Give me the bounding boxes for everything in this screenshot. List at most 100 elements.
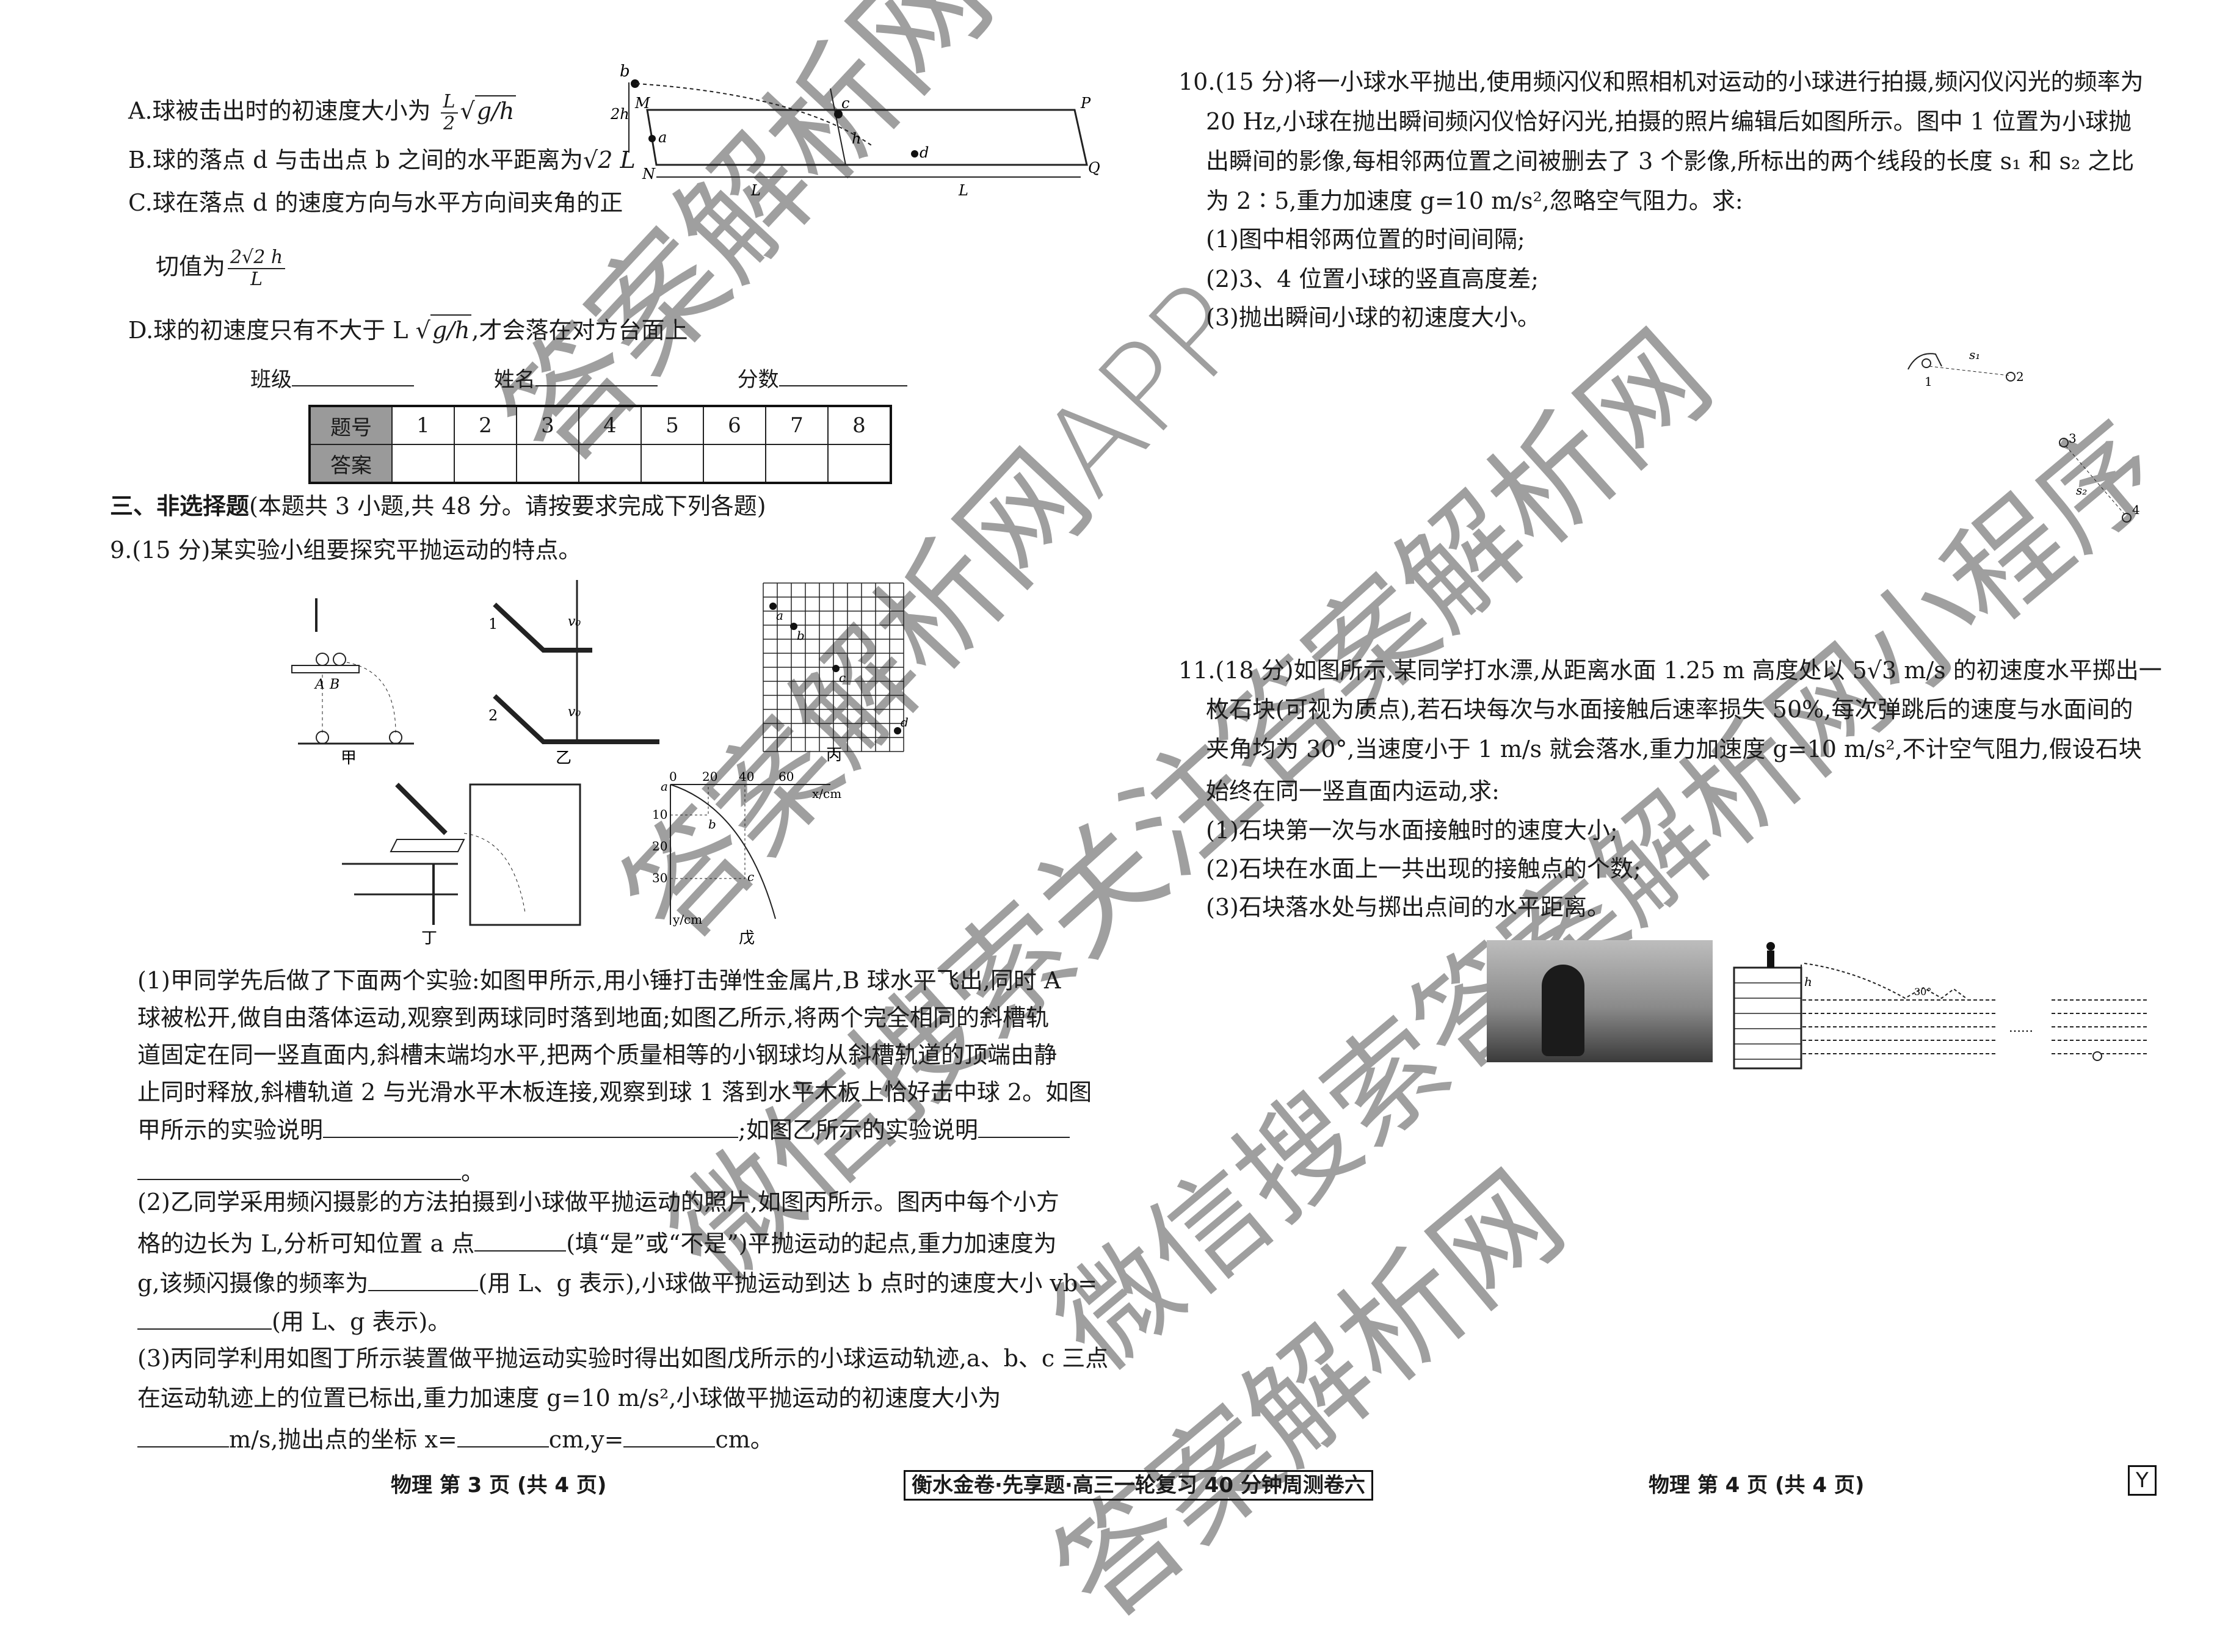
label-1: 1: [1925, 374, 1932, 389]
answer-cell[interactable]: [516, 444, 579, 484]
question-number: 1: [391, 405, 455, 445]
tick-x: 40: [739, 769, 754, 784]
score-label: 分数: [737, 368, 779, 392]
label-c: c: [841, 95, 849, 112]
option-b-value: √2 L: [582, 147, 636, 173]
answer-blank[interactable]: [323, 1115, 739, 1138]
label-b: b: [708, 817, 716, 831]
score-field[interactable]: [778, 363, 907, 386]
option-d-tail: ,才会落在对方台面上: [471, 317, 688, 344]
q9-p1-line: 。: [137, 1157, 484, 1187]
question-number: 2: [454, 405, 517, 445]
q11-line: 枚石块(可视为质点),若石块每次与水面接触后速率损失 50%,每次弹跳后的速度与…: [1206, 696, 2133, 723]
chute: [395, 783, 448, 835]
answer-cell[interactable]: [640, 444, 704, 484]
answer-blank[interactable]: [137, 1424, 229, 1447]
exam-title: 衡水金卷·先享题·高三一轮复习 40 分钟周测卷六: [904, 1470, 1373, 1501]
guide-c: [670, 784, 746, 879]
question-number: 8: [827, 405, 891, 445]
sqrt-content: g/h: [430, 314, 472, 345]
label-Q: Q: [1088, 159, 1100, 176]
answer-blank[interactable]: [623, 1424, 716, 1447]
caption-bing: 丙: [826, 746, 842, 764]
option-b: B.球的落点 d 与击出点 b 之间的水平距离为√2 L: [128, 145, 636, 175]
q10-line: 10.(15 分)将一小球水平抛出,使用频闪仪和照相机对运动的小球进行拍摄,频闪…: [1178, 68, 2144, 95]
answer-cell[interactable]: [827, 444, 891, 484]
option-c: C.球在落点 d 的速度方向与水平方向间夹角的正: [128, 189, 623, 216]
table-top: [390, 839, 465, 852]
person-body: [1767, 951, 1774, 968]
ellipsis: ……: [2009, 1020, 2033, 1035]
q11-sub: (2)石块在水面上一共出现的接触点的个数;: [1206, 855, 1641, 882]
tick-y: 10: [652, 807, 667, 822]
ball: [316, 731, 329, 744]
label-4: 4: [2132, 502, 2140, 517]
class-field[interactable]: [292, 363, 414, 386]
student-info: 班级 姓名 分数: [250, 363, 907, 394]
name-field[interactable]: [535, 363, 658, 386]
ball-c: [834, 110, 843, 118]
text: g,该频闪摄像的频率为: [137, 1270, 369, 1297]
question-number: 5: [640, 405, 704, 445]
stand: [291, 665, 360, 673]
label-M: M: [634, 95, 651, 112]
q11-line: 始终在同一竖直面内运动,求:: [1206, 778, 1500, 805]
answer-cell[interactable]: [454, 444, 517, 484]
path-s2: [2065, 445, 2125, 515]
q10-sub: (2)3、4 位置小球的竖直高度差;: [1206, 266, 1539, 292]
label-angle: 30°: [1914, 986, 1931, 998]
text: 格的边长为 L,分析可知位置 a 点: [137, 1230, 475, 1257]
q11-sub: (3)石块落水处与掷出点间的水平距离。: [1206, 894, 1610, 921]
trajectory-curve: [670, 784, 776, 919]
chute-1: [493, 603, 592, 653]
ball: [389, 731, 402, 744]
text: 甲所示的实验说明: [137, 1117, 324, 1143]
label-d: d: [901, 715, 909, 730]
answer-cell[interactable]: [765, 444, 829, 484]
denominator: L: [250, 269, 263, 290]
q11-line: 11.(18 分)如图所示,某同学打水漂,从距离水面 1.25 m 高度处以 5…: [1178, 657, 2162, 684]
q9-p3-line: m/s,抛出点的坐标 x=cm,y=cm。: [137, 1424, 774, 1454]
answer-cell[interactable]: [703, 444, 766, 484]
answer-blank[interactable]: [978, 1115, 1070, 1138]
q9-p1-line: 止同时释放,斜槽轨道 2 与光滑水平木板连接,观察到球 1 落到水平木板上恰好击…: [137, 1079, 1092, 1106]
label-2: 2: [2016, 369, 2024, 384]
label-N: N: [642, 165, 656, 183]
corner-mark: Y: [2128, 1465, 2157, 1496]
table-header: 题号: [309, 405, 393, 445]
text: ;如图乙所示的实验说明: [738, 1117, 978, 1143]
net: [830, 88, 846, 165]
answer-blank[interactable]: [137, 1157, 461, 1180]
option-a-text: A.球被击出时的初速度大小为: [128, 97, 431, 125]
ball-3: [2059, 438, 2069, 447]
table-surface: [646, 109, 1088, 166]
stone-skipping-photo: [1487, 940, 1713, 1062]
ball-1: [1921, 358, 1931, 368]
option-c-text: 切值为: [156, 253, 226, 280]
label-c: c: [747, 869, 754, 884]
trajectory: [636, 83, 874, 147]
answer-cell[interactable]: [578, 444, 642, 484]
q10-sub: (1)图中相邻两位置的时间间隔;: [1206, 226, 1525, 253]
label-h: h: [1804, 974, 1812, 989]
q9-p2-line: (用 L、g 表示)。: [137, 1306, 451, 1336]
hand-icon: [1907, 353, 1942, 370]
answer-blank[interactable]: [137, 1306, 272, 1330]
answer-blank[interactable]: [457, 1424, 549, 1447]
section-heading: 三、非选择题: [110, 493, 250, 520]
table-row: 答案: [309, 444, 891, 484]
class-label: 班级: [250, 368, 292, 392]
numerator: 2√2 h: [228, 247, 286, 269]
table-row: 题号 1 2 3 4 5 6 7 8: [309, 405, 891, 445]
label-P: P: [1080, 95, 1091, 112]
label-v0: v₀: [568, 614, 581, 629]
answer-blank[interactable]: [368, 1268, 479, 1291]
text: (用 L、g 表示)。: [272, 1308, 451, 1335]
caption-ding: 丁: [421, 929, 437, 947]
answer-cell[interactable]: [391, 444, 455, 484]
question-number: 4: [578, 405, 642, 445]
answer-blank[interactable]: [474, 1228, 567, 1252]
sunk-stone: [2092, 1051, 2102, 1061]
option-d: D.球的初速度只有不大于 L √g/h,才会落在对方台面上: [128, 314, 688, 345]
